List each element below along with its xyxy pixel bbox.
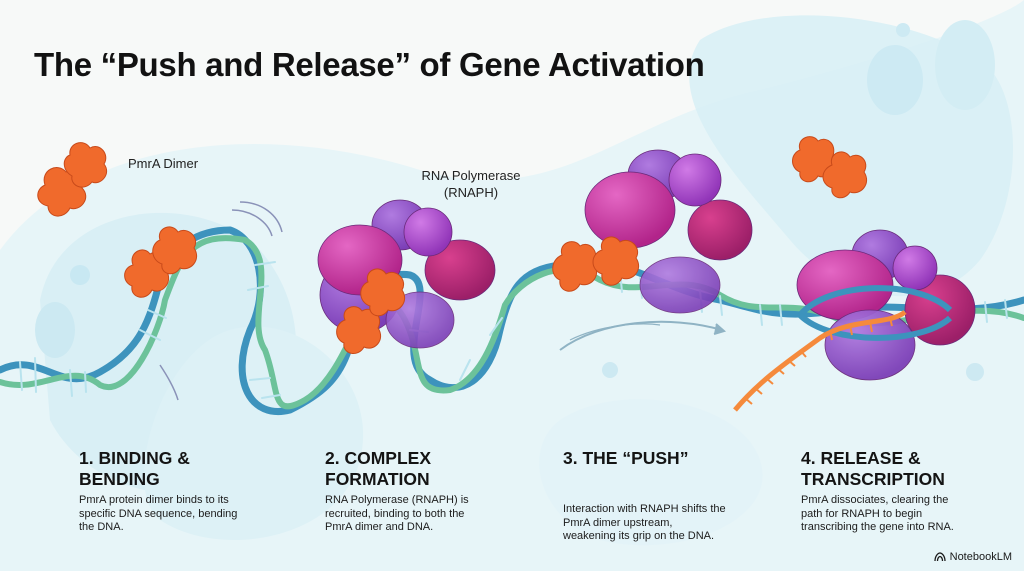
step-3-heading-line2 [563,469,783,490]
notebooklm-brand: NotebookLM [933,551,1012,563]
pmra-dimer-free [37,142,108,217]
step-1-heading: 1. BINDING & BENDING [79,448,299,490]
step-4-heading: 4. RELEASE & TRANSCRIPTION [801,448,1021,490]
step-1-description: PmrA protein dimer binds to its specific… [79,494,238,533]
rna-transcript [733,309,907,412]
pmra-dimer-released [792,136,868,199]
rna-polymerase-label: RNA Polymerase (RNAPH) [406,167,536,201]
rna-polymerase-label-line1: RNA Polymerase [421,168,521,183]
bend-motion-lines [159,201,283,401]
step-2-heading-line1: 2. COMPLEX [325,448,431,468]
step-3-heading: 3. THE “PUSH” [563,448,783,490]
step-2-heading-line2: FORMATION [325,469,430,489]
step-4-heading-line2: TRANSCRIPTION [801,469,945,489]
notebooklm-brand-name: NotebookLM [949,551,1012,563]
pmra-dimer-pushed-step3 [552,236,640,292]
step-2: 2. COMPLEX FORMATION RNA Polymerase (RNA… [325,448,545,535]
notebooklm-logo-icon [933,552,946,562]
push-arrow [559,320,727,351]
step-4-heading-line1: 4. RELEASE & [801,448,921,468]
pmra-dimer-bound-step2 [336,268,406,354]
transcription-bubble [797,285,953,341]
step-3-description: Interaction with RNAPH shifts the PmrA d… [563,503,726,542]
step-1-heading-line1: 1. BINDING & [79,448,190,468]
step-2-heading: 2. COMPLEX FORMATION [325,448,545,490]
step-1: 1. BINDING & BENDING PmrA protein dimer … [79,448,299,535]
page-title: The “Push and Release” of Gene Activatio… [34,46,705,83]
step-3-heading-line1: 3. THE “PUSH” [563,448,689,468]
step-4: 4. RELEASE & TRANSCRIPTION PmrA dissocia… [801,448,1021,535]
step-2-description: RNA Polymerase (RNAPH) is recruited, bin… [325,494,469,533]
rna-polymerase-label-line2: (RNAPH) [443,185,499,200]
rna-polymerase-step3 [584,149,753,314]
pmra-dimer-label: PmrA Dimer [128,156,199,171]
step-1-heading-line2: BENDING [79,469,160,489]
pmra-dimer-bound-step1 [124,226,198,298]
step-4-description: PmrA dissociates, clearing the path for … [801,494,954,533]
step-3: 3. THE “PUSH” Interaction with RNAPH shi… [563,448,783,544]
